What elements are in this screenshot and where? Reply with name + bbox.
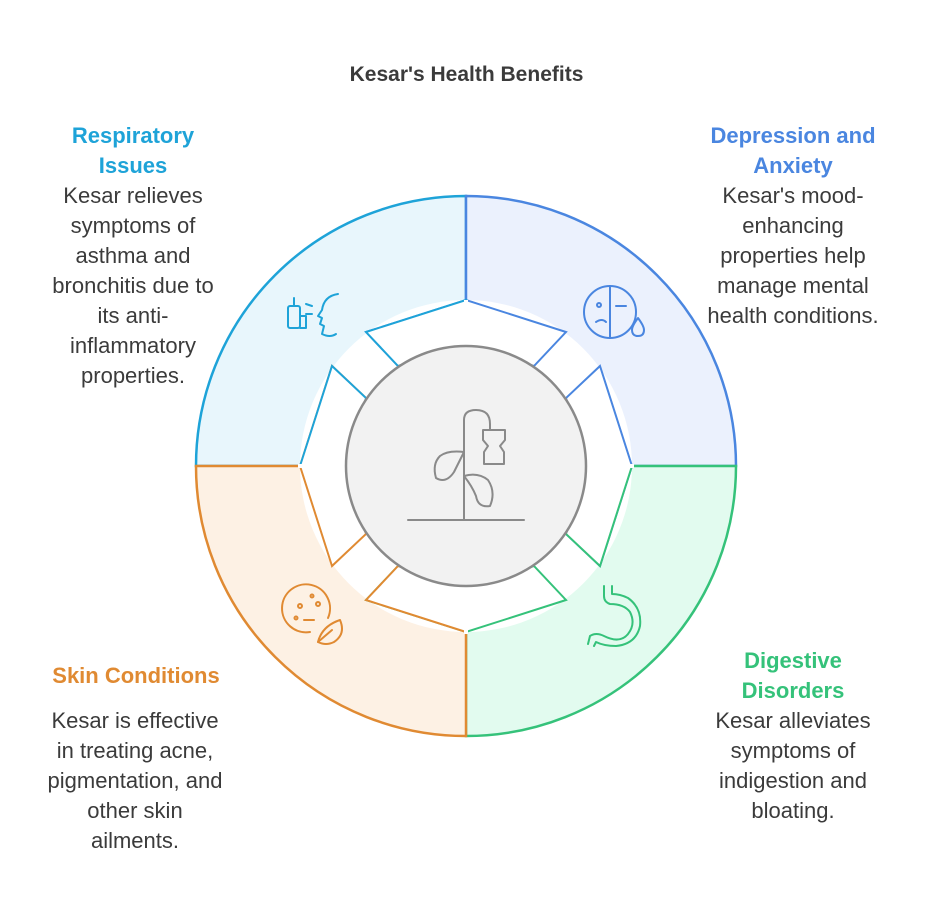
saffron-plant-icon [407, 409, 525, 521]
digestive-desc-line: bloating. [751, 798, 835, 823]
skin-desc-line: in treating acne, [56, 738, 214, 763]
respiratory-desc-line: asthma and [75, 243, 191, 268]
skin-heading-line1: Skin Conditions [52, 663, 220, 688]
digestive-description: Kesar alleviates symptoms of indigestion… [684, 706, 902, 826]
respiratory-desc-line: inflammatory [70, 333, 196, 358]
digestive-heading-line2: Disorders [741, 678, 845, 703]
depression-desc-line: Kesar's mood- [722, 183, 864, 208]
inhaler-breathing-icon [287, 293, 339, 337]
sad-face-tear-icon [583, 285, 645, 339]
depression-description: Kesar's mood- enhancing properties help … [684, 181, 902, 331]
skin-desc-line: Kesar is effective [51, 708, 219, 733]
depression-desc-line: properties help [720, 243, 866, 268]
skin-desc-line: pigmentation, and [47, 768, 223, 793]
depression-heading-line2: Anxiety [753, 153, 833, 178]
face-leaf-icon [281, 583, 343, 645]
skin-description: Kesar is effective in treating acne, pig… [24, 706, 246, 856]
skin-heading: Skin Conditions [34, 661, 238, 691]
digestive-desc-line: indigestion and [718, 768, 867, 793]
respiratory-heading-line2: Issues [98, 153, 168, 178]
respiratory-heading: Respiratory Issues [40, 121, 226, 181]
digestive-heading: Digestive Disorders [700, 646, 886, 706]
depression-desc-line: health conditions. [707, 303, 879, 328]
respiratory-desc-line: symptoms of [70, 213, 196, 238]
skin-desc-line: ailments. [90, 828, 180, 853]
digestive-desc-line: Kesar alleviates [715, 708, 871, 733]
respiratory-desc-line: Kesar relieves [63, 183, 203, 208]
digestive-desc-line: symptoms of [730, 738, 856, 763]
respiratory-heading-line1: Respiratory [71, 123, 195, 148]
skin-desc-line: other skin [87, 798, 183, 823]
stomach-icon [587, 585, 642, 647]
depression-heading-line1: Depression and [710, 123, 876, 148]
depression-desc-line: enhancing [742, 213, 844, 238]
respiratory-desc-line: bronchitis due to [52, 273, 214, 298]
diagram-title: Kesar's Health Benefits [349, 63, 584, 86]
depression-heading: Depression and Anxiety [690, 121, 896, 181]
center-circle [344, 344, 588, 588]
respiratory-desc-line: its anti- [97, 303, 169, 328]
depression-desc-line: manage mental [717, 273, 869, 298]
digestive-heading-line1: Digestive [744, 648, 842, 673]
respiratory-desc-line: properties. [81, 363, 185, 388]
respiratory-description: Kesar relieves symptoms of asthma and br… [22, 181, 244, 391]
